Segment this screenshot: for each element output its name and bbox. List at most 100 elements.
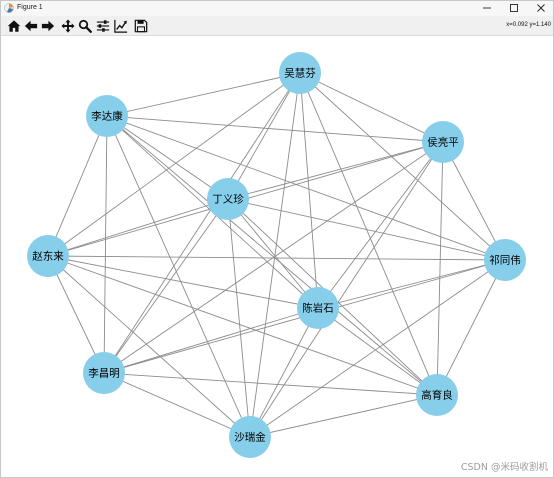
cursor-coordinates: x=0.092 y=1.140 — [506, 22, 551, 28]
graph-edge — [249, 72, 301, 438]
graph-node: 高育良 — [416, 374, 458, 416]
minimize-icon — [482, 7, 491, 9]
graph-edge — [299, 72, 506, 261]
node-label: 李昌明 — [88, 367, 120, 380]
graph-edge — [106, 115, 438, 396]
graph-node: 李达康 — [86, 95, 128, 137]
configure-subplots-button[interactable] — [95, 18, 111, 34]
graph-edge — [47, 198, 229, 257]
graph-edge — [47, 255, 251, 438]
graph-edge — [227, 198, 319, 309]
graph-edge — [106, 115, 229, 200]
graph-edge — [249, 394, 438, 438]
node-label: 沙瑞金 — [234, 431, 266, 444]
graph-node: 陈岩石 — [297, 287, 339, 329]
node-circle — [422, 121, 464, 163]
maximize-icon — [509, 4, 518, 12]
edit-axes-icon — [114, 19, 128, 33]
graph-edge — [47, 255, 438, 396]
node-label: 丁义珍 — [212, 194, 244, 206]
subplots-sliders-icon — [96, 20, 110, 32]
graph-edge — [103, 372, 251, 438]
node-label: 赵东来 — [32, 250, 64, 263]
graph-edge — [227, 141, 444, 200]
graph-edge — [299, 72, 438, 396]
node-circle — [484, 239, 526, 281]
maximize-button[interactable] — [500, 0, 527, 16]
graph-edge — [436, 141, 444, 396]
graph-edge — [317, 141, 444, 309]
graph-edge — [103, 115, 108, 374]
graph-edge — [317, 307, 438, 396]
graph-node: 赵东来 — [27, 235, 69, 277]
node-circle — [27, 235, 69, 277]
graph-node: 祁同伟 — [484, 239, 526, 281]
graph-edge — [227, 72, 301, 200]
node-circle — [207, 178, 249, 220]
save-button[interactable] — [133, 18, 149, 34]
title-bar[interactable]: Figure 1 — [0, 0, 554, 16]
graph-edge — [227, 198, 506, 261]
node-label: 陈岩石 — [302, 302, 334, 315]
graph-edge — [106, 115, 251, 438]
node-label: 吴慧芬 — [284, 67, 316, 80]
watermark: CSDN @米码收割机 — [460, 462, 548, 473]
node-label: 祁同伟 — [489, 254, 521, 267]
node-circle — [279, 52, 321, 94]
graph-edge — [103, 307, 319, 374]
graph-edge — [106, 115, 444, 143]
node-label: 侯亮平 — [427, 136, 459, 149]
back-button[interactable] — [23, 18, 39, 34]
graph-edge — [299, 72, 444, 143]
figure-canvas[interactable]: 吴慧芬李达康侯亮平丁义珍赵东来 祁同伟陈岩石李昌明高育良沙瑞金 CSDN @米码收… — [0, 36, 554, 478]
home-button[interactable] — [6, 18, 22, 34]
graph-node: 丁义珍 — [207, 178, 249, 220]
zoom-button[interactable] — [77, 18, 93, 34]
graph-edge — [47, 255, 506, 261]
close-icon — [536, 4, 545, 12]
graph-edge — [47, 255, 105, 374]
graph-edge — [106, 72, 301, 117]
back-arrow-icon — [24, 20, 38, 32]
minimize-button[interactable] — [473, 0, 500, 16]
node-circle — [229, 416, 271, 458]
graph-edge — [442, 141, 506, 261]
pan-move-icon — [61, 19, 75, 33]
graph-edge — [299, 72, 319, 309]
graph-edge — [103, 372, 438, 396]
node-circle — [416, 374, 458, 416]
graph-node: 侯亮平 — [422, 121, 464, 163]
graph-edge — [317, 259, 506, 309]
graph-edge — [249, 307, 319, 438]
graph-node: 沙瑞金 — [229, 416, 271, 458]
node-circle — [86, 95, 128, 137]
graph-edge — [103, 72, 301, 374]
node-label: 李达康 — [91, 110, 123, 123]
edit-axes-button[interactable] — [113, 18, 129, 34]
graph-node: 吴慧芬 — [279, 52, 321, 94]
graph-node: 李昌明 — [83, 352, 125, 394]
graph-edge — [249, 259, 506, 438]
node-label: 高育良 — [421, 389, 453, 402]
graph-edge — [249, 141, 444, 438]
navigation-toolbar: x=0.092 y=1.140 — [0, 16, 554, 36]
graph-edge — [47, 115, 108, 257]
node-circle — [83, 352, 125, 394]
window-title: Figure 1 — [17, 4, 43, 11]
node-circle — [297, 287, 339, 329]
graph-edge — [227, 198, 251, 438]
forward-arrow-icon — [41, 20, 55, 32]
pan-button[interactable] — [60, 18, 76, 34]
graph-edge — [47, 72, 301, 257]
forward-button[interactable] — [40, 18, 56, 34]
close-button[interactable] — [527, 0, 554, 16]
graph-edge — [106, 115, 506, 261]
save-floppy-icon — [134, 19, 148, 33]
matplotlib-logo-icon — [4, 3, 14, 13]
graph-edge — [103, 141, 444, 374]
graph-edge — [47, 255, 319, 309]
home-icon — [7, 20, 21, 32]
zoom-magnifier-icon — [78, 19, 92, 33]
